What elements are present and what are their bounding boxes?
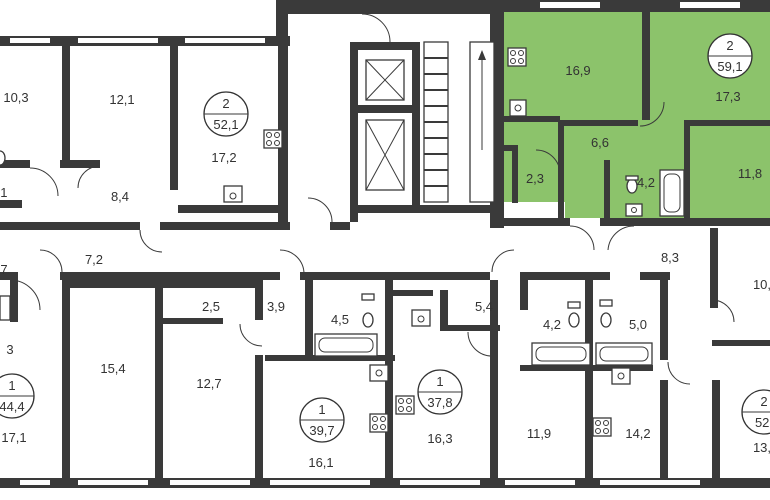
sink-icon [611,367,631,385]
room-area: 17,3 [715,89,740,104]
room-area: 5,0 [629,317,647,332]
room-area: 16,3 [427,431,452,446]
badge-area: 39,7 [309,423,334,438]
apartment-badge[interactable]: 1 44,4 [0,373,35,419]
badge-area: 44,4 [0,399,25,414]
badge-area: 37,8 [427,395,452,410]
room-area: ,1 [0,185,7,200]
bathtub-icon [595,342,653,366]
sink-icon [411,309,431,327]
badge-rooms: 1 [8,378,15,393]
room-area: 15,4 [100,361,125,376]
room-area: 17,1 [1,430,26,445]
room-area: 17,2 [211,150,236,165]
room-area: 11,9 [527,426,551,441]
apartment-badge[interactable]: 1 39,7 [299,397,345,443]
bathtub-icon [659,169,685,217]
toilet-icon [567,301,581,328]
room-area: 8,3 [661,250,679,265]
apartment-badge[interactable]: 2 59,1 [707,33,753,79]
stair-core [365,41,495,203]
badge-rooms: 2 [222,96,229,111]
badge-rooms: 2 [726,38,733,53]
sink-icon [509,99,527,117]
sink-icon [223,185,243,203]
badge-rooms: 1 [436,374,443,389]
room-area: 12,7 [196,376,221,391]
fixtures [0,47,685,437]
room-area: 10,3 [3,90,28,105]
stove-icon [263,129,283,149]
sink-icon [369,364,389,382]
room-area: 4,2 [637,175,655,190]
room-area: 14,2 [625,426,650,441]
badge-area: 52, [755,415,770,430]
room-area: 7,2 [85,252,103,267]
room-area: 5,4 [475,299,493,314]
room-area: 8,4 [111,189,129,204]
badge-rooms: 2 [760,394,767,409]
room-area: 13, [753,440,770,455]
highlight-zone-mid [500,122,770,150]
room-area: 2,5 [202,299,220,314]
apartment-badge[interactable]: 2 52, [741,389,770,435]
room-labels: 10,3 12,1 17,2 ,1 8,4 16,9 17,3 6,6 2,3 … [0,63,770,470]
badge-area: 52,1 [213,117,238,132]
toilet-icon [625,175,639,194]
room-area: 4,5 [331,312,349,327]
room-area: 10, [753,277,770,292]
room-area: 3 [6,342,13,357]
bathtub-icon [0,295,11,321]
room-area: 16,1 [308,455,333,470]
sink-icon [625,203,643,217]
room-area: 2,3 [526,171,544,186]
room-area: 11,8 [738,166,762,181]
apartment-badge[interactable]: 2 52,1 [203,91,249,137]
room-area: 4,2 [543,317,561,332]
room-area: 16,9 [565,63,590,78]
stove-icon [507,47,527,67]
room-area: 6,6 [591,135,609,150]
doors [9,13,735,385]
bathtub-icon [531,342,591,366]
stove-icon [395,395,415,415]
stair-steps [423,41,495,203]
room-area: 12,1 [109,92,134,107]
badge-area: 59,1 [717,59,742,74]
badge-rooms: 1 [318,402,325,417]
toilet-icon [599,299,613,328]
bathtub-icon [314,333,378,357]
toilet-icon [361,293,375,328]
room-area: 7 [0,262,7,277]
stove-icon [369,413,389,433]
stove-icon [592,417,612,437]
apartment-badge[interactable]: 1 37,8 [417,369,463,415]
toilet-icon [0,150,6,166]
room-area: 3,9 [267,299,285,314]
